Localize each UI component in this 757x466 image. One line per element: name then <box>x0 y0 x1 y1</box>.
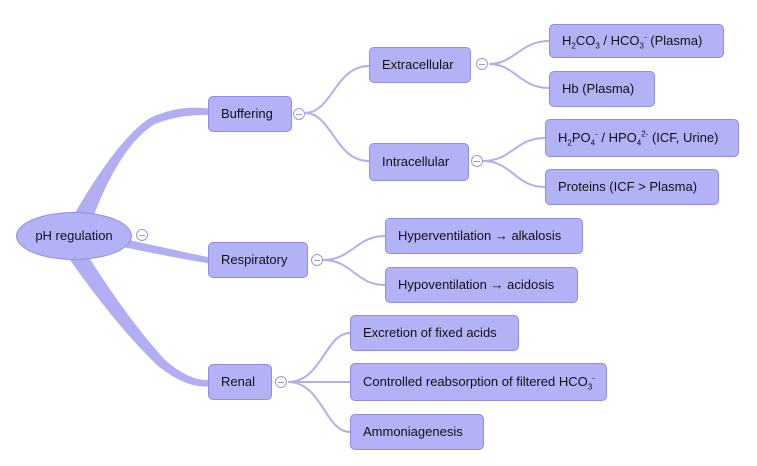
hyperventilation-node[interactable]: Hyperventilation → alkalosis <box>385 218 583 254</box>
intracellular-node[interactable]: Intracellular <box>369 143 469 181</box>
collapse-icon[interactable] <box>476 58 488 70</box>
carbonic-acid-label: H2CO3 / HCO3- (Plasma) <box>562 32 703 51</box>
intracellular-label: Intracellular <box>382 154 450 169</box>
respiratory-label: Respiratory <box>221 252 288 267</box>
ammoniagenesis-label: Ammoniagenesis <box>363 424 463 439</box>
renal-label: Renal <box>221 374 255 389</box>
excretion-node[interactable]: Excretion of fixed acids <box>350 315 519 351</box>
respiratory-node[interactable]: Respiratory <box>208 242 308 278</box>
connector-buffering-intracellular <box>304 112 370 162</box>
collapse-icon[interactable] <box>275 376 287 388</box>
connector-root-buffering <box>72 107 212 220</box>
proteins-node[interactable]: Proteins (ICF > Plasma) <box>545 169 719 205</box>
connector-respiratory-hyper <box>322 235 386 261</box>
collapse-icon[interactable] <box>471 155 483 167</box>
connector-buffering-extracellular <box>304 65 370 114</box>
connector-extracellular-carbonic <box>488 40 550 65</box>
collapse-icon[interactable] <box>293 108 305 120</box>
connector-renal-ammonia <box>287 381 351 433</box>
excretion-label: Excretion of fixed acids <box>363 325 497 340</box>
reabsorption-label: Controlled reabsorption of filtered HCO3… <box>363 373 595 392</box>
connector-root-renal <box>70 256 212 387</box>
hb-label: Hb (Plasma) <box>562 81 635 96</box>
buffering-label: Buffering <box>221 106 273 121</box>
connector-intracellular-proteins <box>482 160 546 188</box>
phosphate-node[interactable]: H2PO4- / HPO42- (ICF, Urine) <box>545 119 739 157</box>
buffering-node[interactable]: Buffering <box>208 96 292 132</box>
reabsorption-node[interactable]: Controlled reabsorption of filtered HCO3… <box>350 363 607 401</box>
connector-renal-excretion <box>287 332 351 383</box>
connector-extracellular-hb <box>488 63 550 89</box>
hyperventilation-label: Hyperventilation → alkalosis <box>398 228 562 243</box>
hypoventilation-node[interactable]: Hypoventilation → acidosis <box>385 267 578 303</box>
connector-root-respiratory <box>118 238 212 264</box>
root-node[interactable]: pH regulation <box>16 212 132 260</box>
hypoventilation-label: Hypoventilation → acidosis <box>398 277 555 292</box>
extracellular-node[interactable]: Extracellular <box>369 47 471 83</box>
root-label: pH regulation <box>35 228 113 243</box>
proteins-label: Proteins (ICF > Plasma) <box>558 179 698 194</box>
extracellular-label: Extracellular <box>382 57 454 72</box>
collapse-icon[interactable] <box>311 254 323 266</box>
connector-intracellular-phosphate <box>482 137 546 162</box>
renal-node[interactable]: Renal <box>208 364 272 400</box>
hb-node[interactable]: Hb (Plasma) <box>549 71 655 107</box>
carbonic-acid-node[interactable]: H2CO3 / HCO3- (Plasma) <box>549 24 724 58</box>
collapse-icon[interactable] <box>136 229 148 241</box>
connector-respiratory-hypo <box>322 259 386 286</box>
phosphate-label: H2PO4- / HPO42- (ICF, Urine) <box>558 129 719 148</box>
ammoniagenesis-node[interactable]: Ammoniagenesis <box>350 414 484 450</box>
